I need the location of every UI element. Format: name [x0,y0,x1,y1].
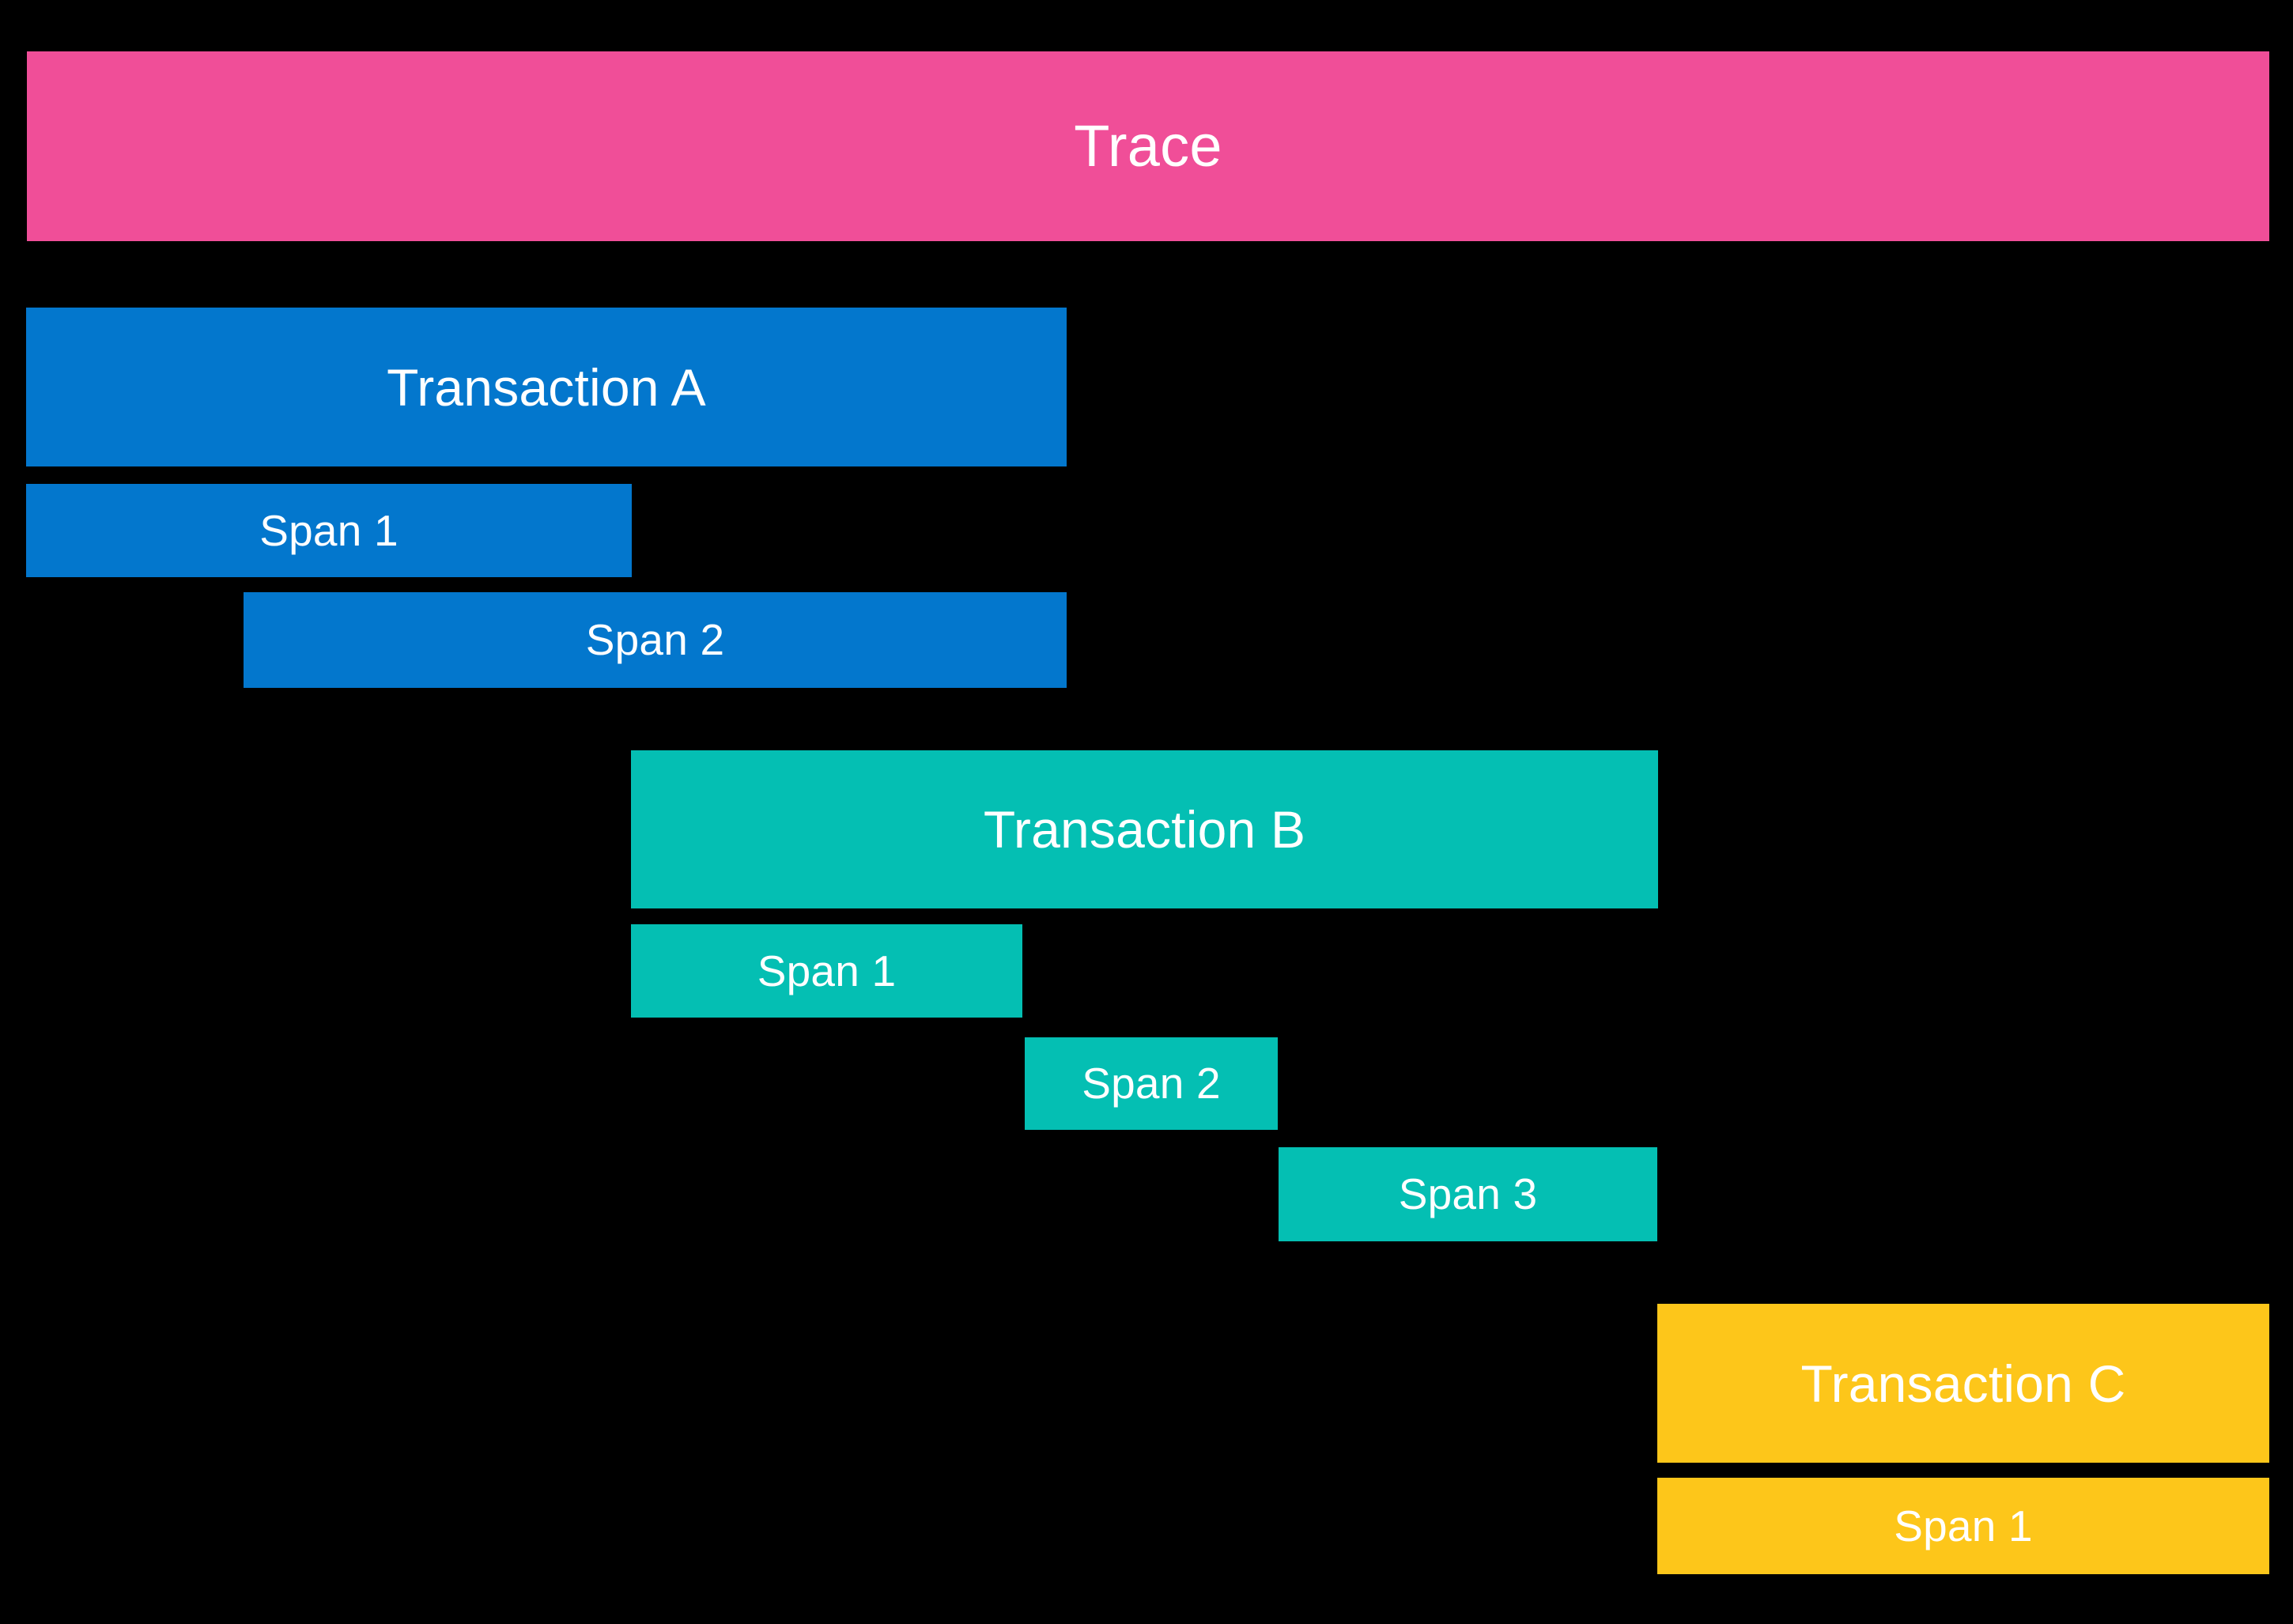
bar-transaction-a[interactable]: Transaction A [26,308,1067,466]
bar-label-transaction-b-span-2: Span 2 [1082,1059,1221,1108]
bar-label-transaction-a: Transaction A [387,357,706,417]
bar-trace[interactable]: Trace [27,51,2269,241]
bar-label-transaction-b: Transaction B [983,800,1306,859]
bar-transaction-b-span-1[interactable]: Span 1 [631,924,1022,1018]
bar-transaction-c[interactable]: Transaction C [1657,1304,2269,1463]
bar-transaction-c-span-1[interactable]: Span 1 [1657,1478,2269,1574]
bar-transaction-a-span-2[interactable]: Span 2 [244,592,1067,688]
bar-label-transaction-c-span-1: Span 1 [1894,1501,2033,1550]
bar-transaction-b-span-3[interactable]: Span 3 [1279,1147,1657,1241]
bar-label-transaction-a-span-1: Span 1 [259,505,399,555]
bar-label-transaction-b-span-1: Span 1 [757,946,897,995]
bar-label-transaction-a-span-2: Span 2 [585,615,725,664]
bar-label-trace: Trace [1074,113,1222,179]
bar-label-transaction-b-span-3: Span 3 [1398,1169,1538,1218]
bar-transaction-b[interactable]: Transaction B [631,750,1658,908]
bar-label-transaction-c: Transaction C [1800,1354,2126,1413]
bar-transaction-b-span-2[interactable]: Span 2 [1025,1037,1278,1130]
bar-transaction-a-span-1[interactable]: Span 1 [26,484,632,577]
